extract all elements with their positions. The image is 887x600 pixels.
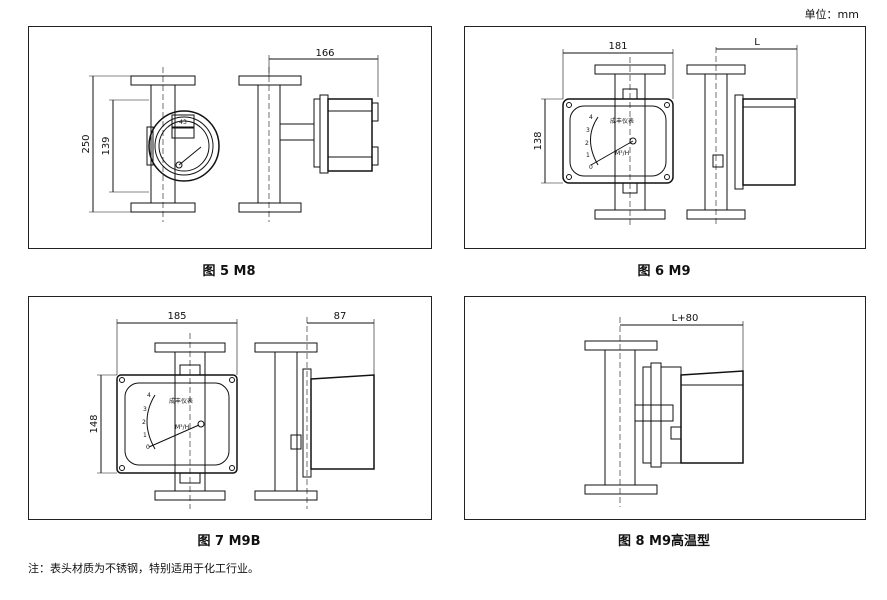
m9b-scale-unit: M³/H (175, 424, 189, 431)
figure-m9b-panel: 185 87 148 成丰仪表 M³/H 4 3 2 1 0 (28, 296, 432, 520)
m9-scale-0: 0 (589, 164, 593, 171)
figure-m9-caption: 图 6 M9 (637, 264, 691, 279)
figure-m9ht-caption: 图 8 M9高温型 (617, 534, 711, 549)
m9b-scale-3: 3 (143, 406, 147, 413)
footnote: 注：表头材质为不锈钢，特别适用于化工行业。 (28, 562, 259, 575)
m9b-scale-1: 1 (143, 432, 147, 439)
unit-label: 单位：mm (804, 8, 859, 21)
m9b-dim-148: 148 (89, 414, 100, 433)
figure-m8-drawing: 166 250 139 43 (81, 48, 379, 222)
m9-brand: 成丰仪表 (610, 117, 634, 125)
m9b-scale-2: 2 (142, 419, 146, 426)
m9-scale-unit: M³/H (615, 150, 629, 157)
m8-dim-139: 139 (101, 136, 112, 155)
m9b-dim-87: 87 (334, 311, 347, 322)
m9b-scale-4: 4 (147, 392, 151, 399)
figure-m8-panel: 166 250 139 43 (28, 26, 432, 249)
m9-scale-1: 1 (586, 152, 590, 159)
m8-lcd-value: 43 (179, 119, 187, 126)
m9-dim-L: L (754, 37, 760, 48)
m9-scale-2: 2 (585, 140, 589, 147)
m9b-dim-185: 185 (167, 311, 186, 322)
figure-m9-drawing: 181 L 138 成丰仪表 M³/H 4 3 2 1 0 (533, 37, 798, 227)
m9b-scale-0: 0 (146, 444, 150, 451)
figure-m9b-drawing: 185 87 148 成丰仪表 M³/H 4 3 2 1 0 (89, 311, 375, 509)
m9-dim-181: 181 (608, 41, 627, 52)
figure-m9ht-drawing: L+80 (584, 313, 744, 507)
figure-m9b-caption: 图 7 M9B (197, 534, 261, 549)
m8-dim-250: 250 (81, 134, 92, 153)
m9-scale-3: 3 (586, 127, 590, 134)
m9b-brand: 成丰仪表 (169, 397, 193, 405)
figure-m9ht-panel: L+80 (464, 296, 866, 520)
m9-dim-138: 138 (533, 131, 544, 150)
m9ht-dim-L80: L+80 (672, 313, 699, 324)
figure-m9-panel: 181 L 138 成丰仪表 M³/H 4 3 2 1 0 (464, 26, 866, 249)
figure-m8-caption: 图 5 M8 (202, 264, 256, 279)
m8-dim-166: 166 (315, 48, 334, 59)
m9-scale-4: 4 (589, 114, 593, 121)
